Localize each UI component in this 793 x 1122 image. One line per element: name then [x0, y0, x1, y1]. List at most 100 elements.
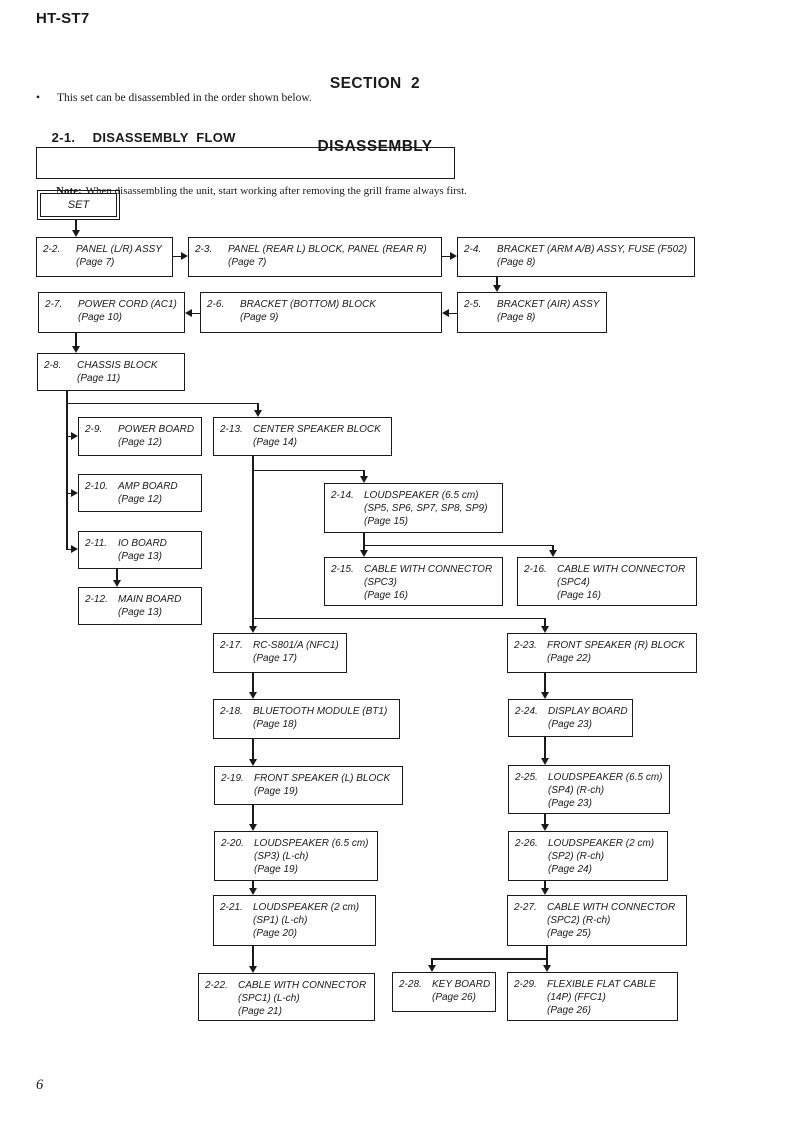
box-number: 2-7. — [45, 299, 63, 310]
arrowhead-down — [541, 692, 549, 699]
arrowhead-down — [249, 759, 257, 766]
flow-box-2-15: 2-15.CABLE WITH CONNECTOR (SPC3) (Page 1… — [324, 557, 503, 606]
box-number: 2-9. — [85, 424, 103, 435]
arrowhead-down — [541, 626, 549, 633]
box-number: 2-3. — [195, 244, 213, 255]
connector-2-14-split-right — [552, 544, 554, 551]
box-number: 2-4. — [464, 244, 482, 255]
box-text: CABLE WITH CONNECTOR (SPC1) (L-ch) (Page… — [238, 980, 367, 1017]
connector-2-27-split-stem — [546, 946, 548, 966]
flow-heading: 2-1. DISASSEMBLY FLOW — [36, 115, 236, 160]
arrowhead-down — [249, 626, 257, 633]
page-number: 6 — [36, 1077, 44, 1093]
box-text: POWER BOARD (Page 12) — [118, 424, 195, 448]
connector-trunk-to-2-9 — [66, 435, 73, 437]
arrowhead-down — [543, 965, 551, 972]
box-number: 2-10. — [85, 481, 108, 492]
box-number: 2-13. — [220, 424, 243, 435]
box-number: 2-26. — [515, 838, 538, 849]
connector-2-8-to-2-13-drop — [257, 402, 259, 411]
arrowhead-down — [113, 580, 121, 587]
box-text: LOUDSPEAKER (2 cm) (SP1) (L-ch) (Page 20… — [253, 902, 360, 939]
arrowhead-left — [185, 309, 192, 317]
connector-2-18-to-2-19 — [252, 739, 254, 760]
flow-box-2-8: 2-8.CHASSIS BLOCK (Page 11) — [37, 353, 185, 391]
flow-box-2-23: 2-23.FRONT SPEAKER (R) BLOCK (Page 22) — [507, 633, 697, 673]
flow-box-2-11: 2-11.IO BOARD (Page 13) — [78, 531, 202, 569]
connector-split-to-2-17 — [252, 617, 254, 627]
flow-box-2-29: 2-29.FLEXIBLE FLAT CABLE (14P) (FFC1) (P… — [507, 972, 678, 1021]
box-text: PANEL (L/R) ASSY (Page 7) — [76, 244, 162, 268]
connector-2-20-to-2-21 — [252, 881, 254, 889]
note-box: Note:When disassembling the unit, start … — [36, 147, 467, 197]
arrowhead-down — [541, 758, 549, 765]
section-title-line2: DISASSEMBLY — [317, 138, 433, 155]
box-text: BRACKET (ARM A/B) ASSY, FUSE (F502) (Pag… — [497, 244, 688, 268]
box-number: 2-20. — [221, 838, 244, 849]
section-title: SECTION 2 DISASSEMBLY — [0, 31, 750, 199]
box-number: 2-11. — [85, 538, 108, 549]
box-text: LOUDSPEAKER (6.5 cm) (SP5, SP6, SP7, SP8… — [364, 490, 488, 527]
flow-start-set-label: SET — [40, 193, 117, 217]
connector-trunk-to-2-10 — [66, 492, 73, 494]
arrowhead-down — [249, 966, 257, 973]
flow-box-2-27: 2-27.CABLE WITH CONNECTOR (SPC2) (R-ch) … — [507, 895, 687, 946]
box-text: CABLE WITH CONNECTOR (SPC4) (Page 16) — [557, 564, 686, 601]
connector-trunk-to-2-11 — [66, 548, 73, 550]
connector-center-trunk — [252, 456, 254, 619]
flow-box-2-18: 2-18.BLUETOOTH MODULE (BT1) (Page 18) — [213, 699, 400, 739]
flow-box-2-19: 2-19. FRONT SPEAKER (L) BLOCK (Page 19) — [214, 766, 403, 805]
box-number: 2-23. — [514, 640, 537, 651]
connector-2-5-to-2-6 — [448, 312, 457, 314]
box-text: FRONT SPEAKER (L) BLOCK (Page 19) — [254, 773, 391, 797]
connector-2-14-split-left — [363, 533, 365, 551]
connector-split-to-2-23 — [544, 617, 546, 627]
flow-box-2-2: 2-2. PANEL (L/R) ASSY (Page 7) — [36, 237, 173, 277]
box-text: MAIN BOARD (Page 13) — [118, 594, 182, 618]
box-text: CABLE WITH CONNECTOR (SPC3) (Page 16) — [364, 564, 493, 601]
arrowhead-down — [249, 888, 257, 895]
connector-2-2-to-2-3 — [173, 255, 182, 257]
flow-box-2-22: 2-22.CABLE WITH CONNECTOR (SPC1) (L-ch) … — [198, 973, 375, 1021]
section-title-line1: SECTION 2 — [329, 75, 421, 92]
connector-split-to-2-28 — [431, 958, 433, 966]
box-text: CENTER SPEAKER BLOCK (Page 14) — [253, 424, 381, 448]
connector-2-3-to-2-4 — [442, 255, 451, 257]
box-number: 2-25. — [515, 772, 538, 783]
box-text: POWER CORD (AC1) (Page 10) — [78, 299, 177, 323]
box-number: 2-2. — [43, 244, 61, 255]
flow-box-2-17: 2-17.RC-S801/A (NFC1) (Page 17) — [213, 633, 347, 673]
connector-2-4-to-2-5 — [496, 277, 498, 287]
box-text: CABLE WITH CONNECTOR (SPC2) (R-ch) (Page… — [547, 902, 676, 939]
arrowhead-down — [360, 476, 368, 483]
connector-2-11-to-2-12 — [116, 569, 118, 581]
flow-box-2-20: 2-20.LOUDSPEAKER (6.5 cm) (SP3) (L-ch) (… — [214, 831, 378, 881]
connector-2-14-split — [363, 544, 554, 546]
arrowhead-down — [493, 285, 501, 292]
box-number: 2-29. — [514, 979, 537, 990]
connector-2-13-to-2-14-drop — [363, 469, 365, 478]
box-number: 2-12. — [85, 594, 108, 605]
flow-start-set-box: SET — [37, 190, 120, 220]
arrowhead-down — [254, 410, 262, 417]
flow-box-2-5: 2-5.BRACKET (AIR) ASSY (Page 8) — [457, 292, 607, 333]
intro-line: •This set can be disassembled in the ord… — [36, 92, 312, 104]
flow-heading-label: DISASSEMBLY FLOW — [92, 130, 236, 145]
arrowhead-down — [428, 965, 436, 972]
connector-2-24-to-2-25 — [544, 737, 546, 759]
box-number: 2-19. — [221, 773, 244, 784]
note-text: When disassembling the unit, start worki… — [85, 185, 467, 197]
arrowhead-down — [72, 346, 80, 353]
box-text: CHASSIS BLOCK (Page 11) — [77, 360, 158, 384]
box-text: LOUDSPEAKER (2 cm) (SP2) (R-ch) (Page 24… — [548, 838, 655, 875]
arrowhead-down — [249, 824, 257, 831]
connector-2-8-to-2-13 — [66, 402, 259, 404]
connector-2-23-to-2-24 — [544, 673, 546, 693]
box-text: PANEL (REAR L) BLOCK, PANEL (REAR R) (Pa… — [228, 244, 427, 268]
connector-left-trunk — [66, 391, 68, 550]
model-title: HT-ST7 — [36, 10, 90, 27]
flow-box-2-4: 2-4. BRACKET (ARM A/B) ASSY, FUSE (F502) … — [457, 237, 695, 277]
box-number: 2-6. — [207, 299, 225, 310]
flow-heading-number: 2-1. — [51, 130, 76, 145]
